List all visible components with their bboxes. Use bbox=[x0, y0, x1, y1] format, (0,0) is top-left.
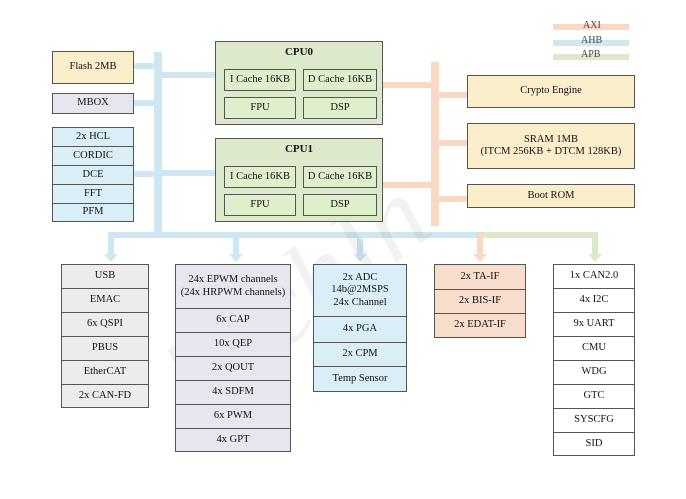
math-item: CORDIC bbox=[53, 147, 133, 166]
bus-legend: AXI AHB APB bbox=[553, 18, 633, 64]
math-item: 2x HCL bbox=[53, 128, 133, 147]
hrpwm-channels: (24x HRPWM channels) bbox=[180, 286, 286, 298]
connectivity-item: 6x QSPI bbox=[62, 313, 148, 337]
connectivity-group: USB EMAC 6x QSPI PBUS EtherCAT 2x CAN-FD bbox=[61, 264, 149, 408]
legend-axi-label: AXI bbox=[583, 20, 601, 31]
cpu1-block: CPU1 I Cache 16KB D Cache 16KB FPU DSP bbox=[215, 138, 383, 222]
cpu0-dcache: D Cache 16KB bbox=[303, 69, 377, 91]
math-item: DCE bbox=[53, 166, 133, 185]
mbox-block: MBOX bbox=[52, 93, 134, 114]
pwm-item: 10x QEP bbox=[176, 333, 290, 357]
connectivity-item: EtherCAT bbox=[62, 361, 148, 385]
pwm-item: 4x SDFM bbox=[176, 381, 290, 405]
cpu1-dcache: D Cache 16KB bbox=[303, 166, 377, 188]
pwm-item: 6x CAP bbox=[176, 309, 290, 333]
analog-group: 2x ADC 14b@2MSPS 24x Channel 4x PGA 2x C… bbox=[313, 264, 407, 392]
cpu1-title: CPU1 bbox=[284, 143, 314, 155]
connectivity-item: PBUS bbox=[62, 337, 148, 361]
cpu0-dsp: DSP bbox=[303, 97, 377, 119]
system-item: CMU bbox=[554, 337, 634, 361]
connectivity-item: 2x CAN-FD bbox=[78, 389, 132, 401]
axi-bus bbox=[383, 62, 487, 262]
math-accelerator-group: 2x HCL CORDIC DCE FFT PFM bbox=[52, 127, 134, 222]
sram-detail: (ITCM 256KB + DTCM 128KB) bbox=[480, 146, 622, 157]
adc-resolution: 14b@2MSPS bbox=[331, 284, 389, 296]
legend-ahb-swatch bbox=[553, 40, 629, 46]
encoder-item: 2x BIS-IF bbox=[435, 290, 525, 314]
apb-bus bbox=[483, 232, 602, 262]
epwm-channels: 24x EPWM channels bbox=[188, 274, 278, 286]
adc-channels: 24x Channel bbox=[333, 296, 387, 308]
connectivity-item: USB bbox=[62, 265, 148, 289]
system-item: SID bbox=[585, 437, 603, 449]
encoder-interface-group: 2x TA-IF 2x BIS-IF 2x EDAT-IF bbox=[434, 264, 526, 338]
system-item: 9x UART bbox=[554, 313, 634, 337]
pwm-item: 6x PWM bbox=[176, 405, 290, 429]
adc-header: 2x ADC 14b@2MSPS 24x Channel bbox=[314, 265, 406, 317]
connectivity-item: EMAC bbox=[62, 289, 148, 313]
pwm-item: 2x QOUT bbox=[176, 357, 290, 381]
sram-block: SRAM 1MB (ITCM 256KB + DTCM 128KB) bbox=[467, 123, 635, 169]
encoder-item: 2x TA-IF bbox=[435, 265, 525, 290]
system-item: 4x I2C bbox=[554, 289, 634, 313]
cpu1-fpu: FPU bbox=[224, 194, 296, 216]
system-item: WDG bbox=[554, 361, 634, 385]
system-peripherals-group: 1x CAN2.0 4x I2C 9x UART CMU WDG GTC SYS… bbox=[553, 264, 635, 456]
legend-apb-swatch bbox=[553, 54, 629, 60]
ahb-bus bbox=[104, 52, 483, 262]
legend-ahb-label: AHB bbox=[581, 35, 603, 46]
cpu0-title: CPU0 bbox=[284, 46, 314, 58]
system-item: 1x CAN2.0 bbox=[554, 265, 634, 289]
flash-block: Flash 2MB bbox=[52, 51, 134, 84]
system-item: SYSCFG bbox=[554, 409, 634, 433]
analog-item: Temp Sensor bbox=[332, 372, 388, 384]
cpu1-dsp: DSP bbox=[303, 194, 377, 216]
legend-apb-label: APB bbox=[581, 49, 601, 60]
pwm-group: 24x EPWM channels (24x HRPWM channels) 6… bbox=[175, 264, 291, 452]
cpu0-block: CPU0 I Cache 16KB D Cache 16KB FPU DSP bbox=[215, 41, 383, 125]
math-item: PFM bbox=[82, 206, 104, 218]
epwm-header: 24x EPWM channels (24x HRPWM channels) bbox=[176, 265, 290, 309]
cpu1-icache: I Cache 16KB bbox=[224, 166, 296, 188]
system-item: GTC bbox=[554, 385, 634, 409]
math-item: FFT bbox=[53, 185, 133, 204]
sram-size: SRAM 1MB bbox=[524, 133, 578, 145]
analog-item: 4x PGA bbox=[314, 317, 406, 343]
boot-rom-block: Boot ROM bbox=[467, 184, 635, 208]
crypto-engine-block: Crypto Engine bbox=[467, 75, 635, 108]
analog-item: 2x CPM bbox=[314, 343, 406, 367]
pwm-item: 4x GPT bbox=[216, 433, 250, 445]
cpu0-fpu: FPU bbox=[224, 97, 296, 119]
adc-count: 2x ADC bbox=[342, 272, 378, 284]
encoder-item: 2x EDAT-IF bbox=[454, 319, 506, 331]
cpu0-icache: I Cache 16KB bbox=[224, 69, 296, 91]
legend-axi-swatch bbox=[553, 24, 629, 30]
